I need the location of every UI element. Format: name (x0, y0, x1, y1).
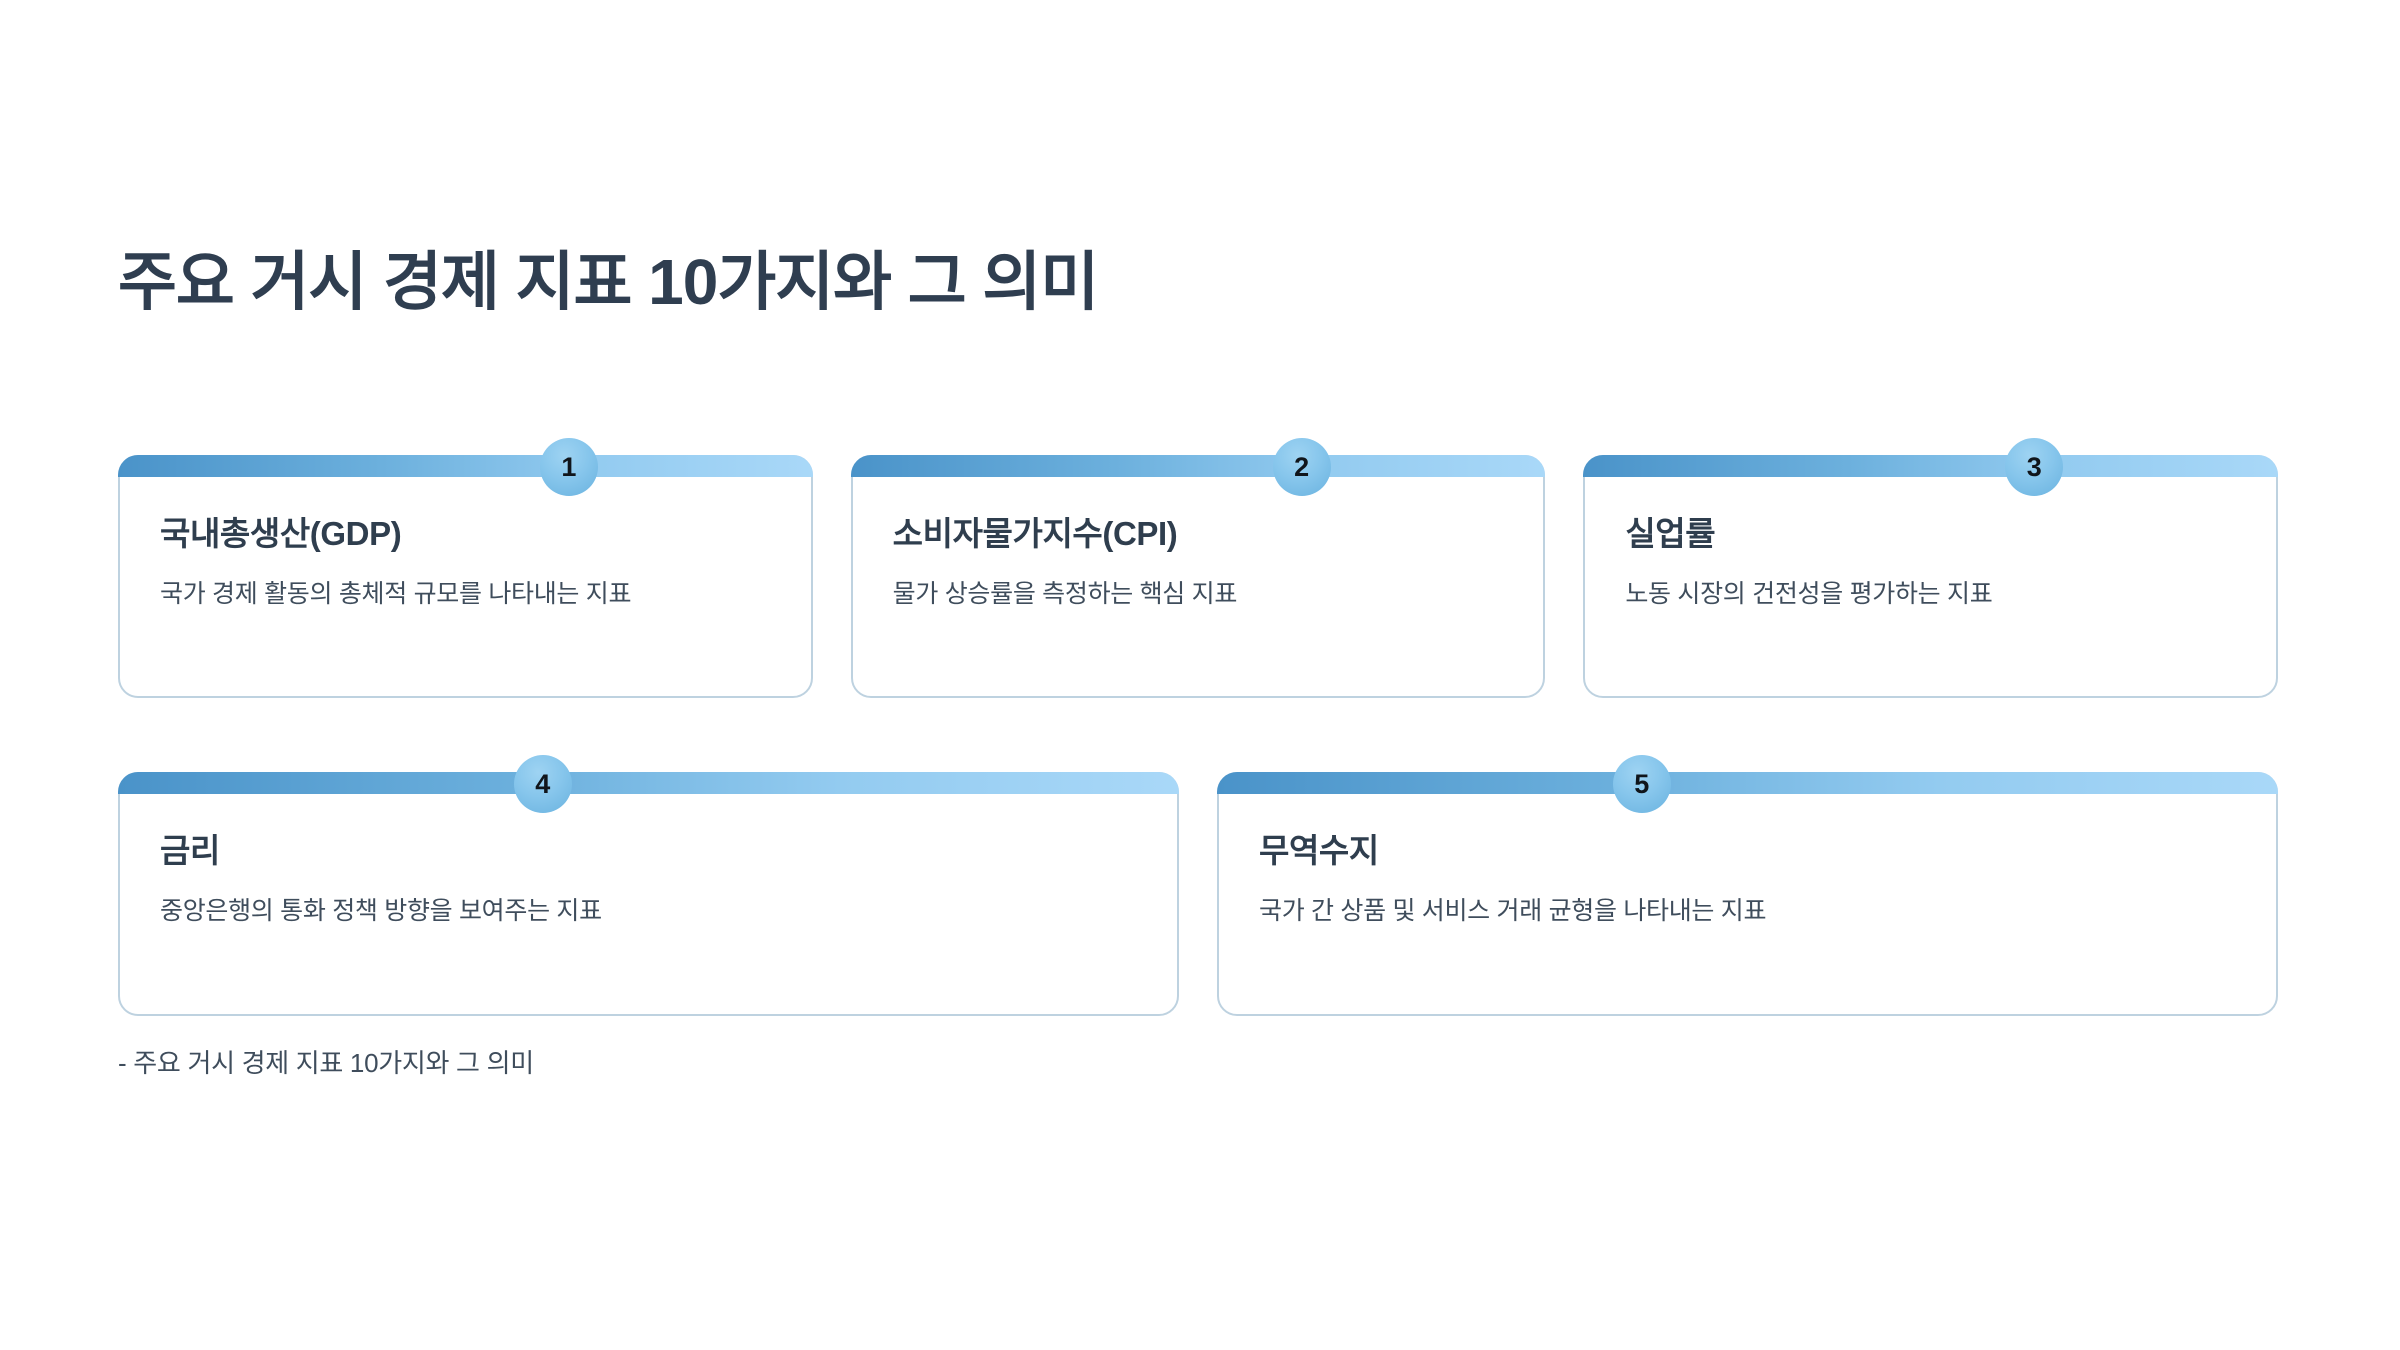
card-title: 실업률 (1625, 515, 1716, 552)
card-description: 물가 상승률을 측정하는 핵심 지표 (892, 580, 1238, 609)
page-title: 주요 거시 경제 지표 10가지와 그 의미 (118, 246, 1099, 318)
card-title: 금리 (160, 832, 220, 869)
card-title: 국내총생산(GDP) (160, 515, 402, 552)
card-description: 국가 경제 활동의 총체적 규모를 나타내는 지표 (160, 580, 632, 609)
card-accent-bar (850, 455, 1546, 477)
indicator-card-row-1: 1 국내총생산(GDP) 국가 경제 활동의 총체적 규모를 나타내는 지표 2… (118, 438, 2279, 698)
card-number-badge: 1 (539, 438, 598, 496)
card-accent-bar (1583, 455, 2279, 477)
card-accent-bar (1217, 772, 2278, 794)
card-description: 노동 시장의 건전성을 평가하는 지표 (1625, 580, 1993, 609)
card-description: 국가 간 상품 및 서비스 거래 균형을 나타내는 지표 (1259, 897, 1767, 926)
indicator-card[interactable]: 2 소비자물가지수(CPI) 물가 상승률을 측정하는 핵심 지표 (850, 438, 1546, 698)
card-number-badge: 2 (1272, 438, 1331, 496)
indicator-card-row-2: 4 금리 중앙은행의 통화 정책 방향을 보여주는 지표 5 무역수지 국가 간… (118, 755, 2278, 1016)
card-description: 중앙은행의 통화 정책 방향을 보여주는 지표 (160, 897, 602, 926)
indicator-card[interactable]: 5 무역수지 국가 간 상품 및 서비스 거래 균형을 나타내는 지표 (1217, 755, 2278, 1016)
card-title: 소비자물가지수(CPI) (892, 515, 1178, 552)
card-accent-bar (118, 455, 813, 477)
card-title: 무역수지 (1259, 832, 1379, 869)
card-accent-bar (118, 772, 1179, 794)
footer-caption: - 주요 거시 경제 지표 10가지와 그 의미 (118, 1048, 534, 1078)
card-number-badge: 4 (513, 755, 572, 813)
card-number-badge: 3 (2005, 438, 2064, 496)
indicator-card[interactable]: 1 국내총생산(GDP) 국가 경제 활동의 총체적 규모를 나타내는 지표 (118, 438, 813, 698)
indicator-card[interactable]: 4 금리 중앙은행의 통화 정책 방향을 보여주는 지표 (118, 755, 1179, 1016)
indicator-card[interactable]: 3 실업률 노동 시장의 건전성을 평가하는 지표 (1583, 438, 2279, 698)
card-number-badge: 5 (1612, 755, 1671, 813)
